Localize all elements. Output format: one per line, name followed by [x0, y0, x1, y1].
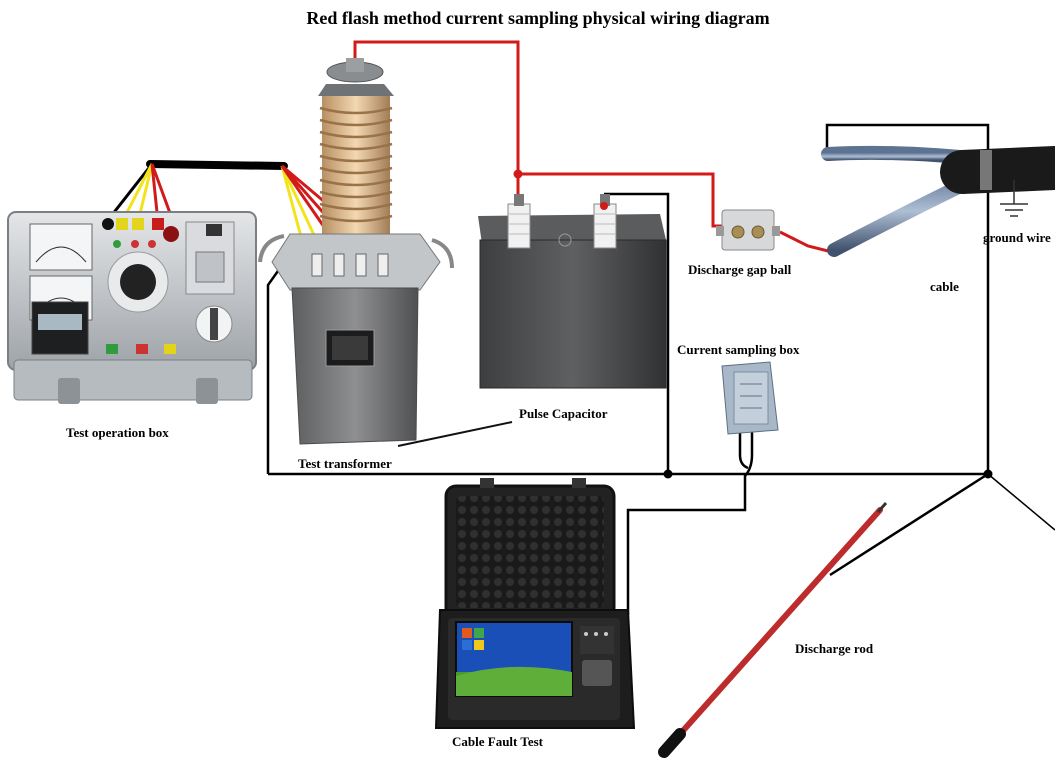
current-sampling-box: [721, 361, 779, 435]
terminal-red: [163, 226, 179, 242]
label-ground-wire: ground wire: [983, 230, 1051, 245]
terminal-yellow: [116, 218, 128, 230]
hv-junction: [513, 169, 523, 179]
ground-loop-wires: [266, 123, 1055, 615]
test-operation-box: [7, 211, 257, 404]
discharge-gap-ball: [716, 209, 780, 251]
power-cable: [821, 145, 1055, 257]
terminal-red: [152, 218, 164, 230]
label-pulse-capacitor: Pulse Capacitor: [519, 406, 608, 421]
label-discharge-gap-ball: Discharge gap ball: [688, 262, 792, 277]
box-handle: [196, 378, 218, 404]
sampling-box-leads: [738, 430, 754, 477]
label-cable: cable: [930, 279, 959, 294]
start-button: [106, 344, 118, 354]
terminal-yellow: [132, 218, 144, 230]
label-current-sampling-box: Current sampling box: [677, 342, 800, 357]
ground-symbol: [1000, 180, 1028, 217]
label-test-operation-box: Test operation box: [66, 425, 169, 440]
diagram-title: Red flash method current sampling physic…: [306, 8, 769, 28]
discharge-rod: [658, 502, 888, 758]
label-cable-fault-test: Cable Fault Test: [452, 734, 544, 749]
junction-node: [663, 469, 673, 479]
terminal-black: [102, 218, 114, 230]
test-transformer: [258, 58, 454, 445]
cable-fault-tester: [434, 478, 636, 729]
box-handle: [58, 378, 80, 404]
leader-line: [397, 421, 513, 447]
reset-button: [164, 344, 176, 354]
pulse-capacitor: [478, 194, 667, 389]
label-discharge-rod: Discharge rod: [795, 641, 874, 656]
label-test-transformer: Test transformer: [298, 456, 392, 471]
stop-button: [136, 344, 148, 354]
junction-node: [983, 469, 993, 479]
